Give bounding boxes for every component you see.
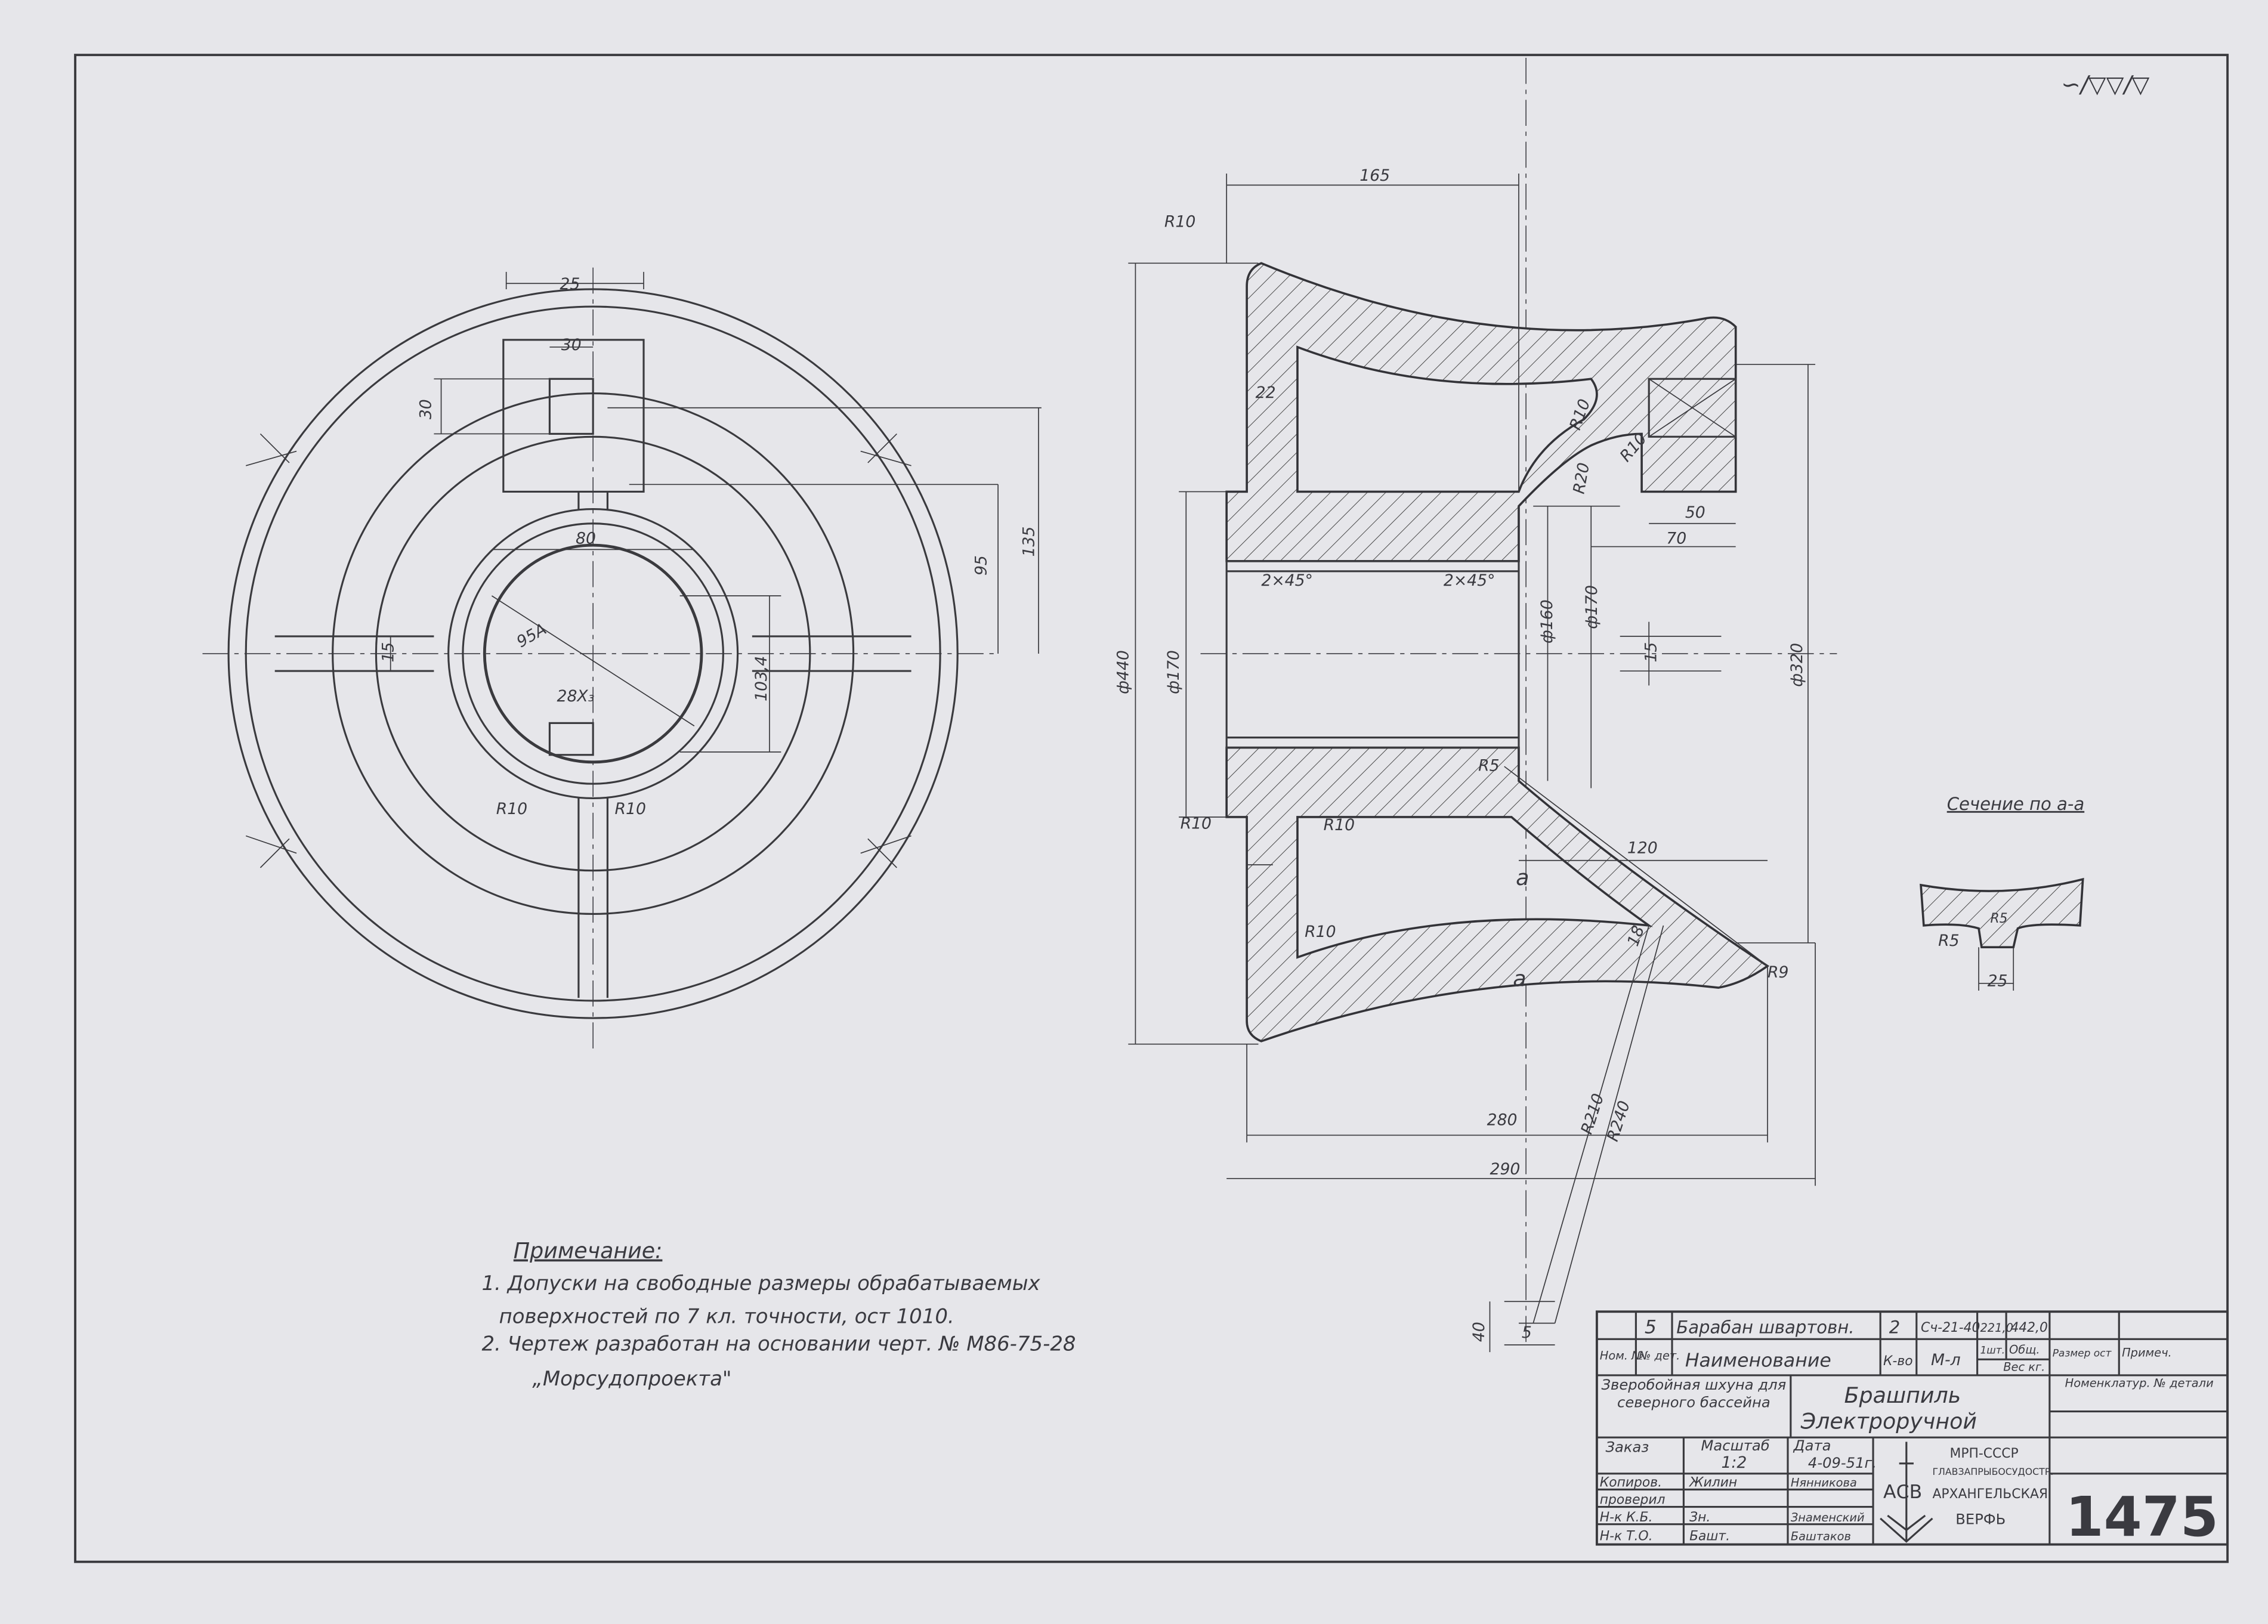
role-label: Н-к К.Б. <box>1600 1510 1653 1525</box>
sheet-frame <box>74 54 2229 1563</box>
notes-title: Примечание: <box>514 1238 663 1264</box>
surface-finish-symbol: ∽/▽▽/▽ <box>2061 72 2149 98</box>
dim-25: 25 <box>560 275 580 293</box>
dim-r10-3: R10 <box>1181 814 1212 833</box>
hdr-one: 1шт. <box>1980 1345 2005 1357</box>
row-qty: 2 <box>1889 1317 1901 1338</box>
dim-30-width: 30 <box>561 336 582 354</box>
dim-70: 70 <box>1666 530 1686 548</box>
aa-r5-right: R5 <box>1990 911 2007 926</box>
dim-phi160: ф160 <box>1538 599 1556 644</box>
dim-r240: R240 <box>1603 1099 1634 1144</box>
shipyard-logo: АСВ <box>1880 1442 1933 1543</box>
dim-30-height: 30 <box>417 399 435 419</box>
logo-letters: АСВ <box>1883 1481 1922 1503</box>
section-aa-title: Сечение по а-а <box>1947 794 2084 814</box>
order-label: Заказ <box>1605 1438 1649 1455</box>
role-signature: Зн. <box>1689 1510 1710 1525</box>
row-weight-total: 442,0 <box>2010 1320 2047 1335</box>
dim-22: 22 <box>1256 383 1276 402</box>
row-name: Барабан швартовн. <box>1676 1317 1854 1338</box>
role-name: Знаменский <box>1791 1511 1865 1524</box>
dim-50: 50 <box>1685 503 1705 522</box>
org-line4: ВЕРФЬ <box>1955 1511 2006 1528</box>
dim-r20: R20 <box>1569 461 1593 495</box>
dim-r10-4: R10 <box>1324 816 1355 834</box>
dim-r10-left: R10 <box>496 800 527 818</box>
scale-label: Масштаб <box>1701 1437 1770 1454</box>
dim-95A: 95A <box>514 620 550 651</box>
role-label: Копиров. <box>1600 1475 1662 1490</box>
role-name: Баштаков <box>1791 1529 1851 1543</box>
dim-phi170-left: ф170 <box>1164 650 1183 694</box>
scale-value: 1:2 <box>1721 1453 1747 1472</box>
aa-r5-left: R5 <box>1938 932 1959 950</box>
role-label: проверил <box>1600 1493 1666 1508</box>
role-name: Нянникова <box>1791 1476 1857 1490</box>
hdr-name: Наименование <box>1685 1350 1831 1371</box>
section-mark-a-bottom: a <box>1513 966 1526 992</box>
role-signature: Башт. <box>1689 1529 1730 1543</box>
dim-135: 135 <box>1020 527 1039 557</box>
end-view: 25 30 30 135 95 80 95A 15 28X₃ 103,4 R10… <box>202 267 1042 1048</box>
role-signature: Жилин <box>1688 1475 1737 1490</box>
notes: Примечание: 1. Допуски на свободные разм… <box>481 1238 1076 1391</box>
dim-phi170-right: ф170 <box>1583 585 1601 629</box>
row-material: Сч-21-40 <box>1921 1320 1980 1335</box>
dim-5: 5 <box>1522 1323 1532 1342</box>
dim-120: 120 <box>1627 839 1658 858</box>
row-det-no: 5 <box>1645 1317 1657 1338</box>
note-line: поверхностей по 7 кл. точности, ост 1010… <box>499 1305 954 1329</box>
dim-15: 15 <box>379 642 398 663</box>
dim-15-keyway: 15 <box>1642 642 1660 663</box>
dim-r10-5: R10 <box>1305 923 1336 941</box>
section-view: 165 R10 22 ф440 ф170 2×45° 2×45° ф160 ф1… <box>1114 57 1837 1353</box>
date-label: Дата <box>1793 1437 1831 1454</box>
hdr-pos: Ном. № <box>1600 1348 1644 1362</box>
role-label: Н-к Т.О. <box>1600 1529 1653 1543</box>
hdr-note: Примеч. <box>2122 1345 2172 1359</box>
title-block: 5 Барабан швартовн. 2 Сч-21-40 221,0 442… <box>1595 1310 2229 1549</box>
dim-28x3: 28X₃ <box>557 687 595 706</box>
dim-r9: R9 <box>1768 963 1788 982</box>
dim-r210: R210 <box>1577 1091 1608 1137</box>
dim-80: 80 <box>576 530 596 548</box>
aa-dim-25: 25 <box>1988 972 2008 991</box>
section-mark-a-top: a <box>1516 865 1529 890</box>
product-name-line1: Брашпиль <box>1844 1382 1961 1408</box>
project-name: Зверобойная шхуна для северного бассейна <box>1601 1378 1787 1412</box>
hdr-size: Размер ост <box>2053 1347 2112 1359</box>
hdr-det: № дет. <box>1638 1348 1680 1362</box>
note-line: 2. Чертеж разработан на основании черт. … <box>481 1332 1076 1356</box>
dim-103-4: 103,4 <box>752 656 771 701</box>
product-name-line2: Электроручной <box>1800 1409 1977 1434</box>
org-line1: МРП-СССР <box>1950 1446 2019 1461</box>
dim-290: 290 <box>1490 1160 1520 1178</box>
dim-95: 95 <box>972 555 991 576</box>
drawing-number: 1475 <box>2066 1484 2218 1549</box>
dim-r10-right: R10 <box>615 800 646 818</box>
dim-chamfer-right: 2×45° <box>1444 571 1495 590</box>
dim-r10-top: R10 <box>1164 213 1195 231</box>
hdr-total: Общ. <box>2009 1343 2040 1357</box>
dim-165: 165 <box>1359 166 1390 185</box>
org-line3: АРХАНГЕЛЬСКАЯ <box>1932 1487 2048 1502</box>
nomenclature-label: Номенклатур. № детали <box>2065 1376 2214 1390</box>
dim-r5: R5 <box>1478 756 1499 775</box>
dim-280: 280 <box>1487 1110 1518 1129</box>
note-line: „Морсудопроекта" <box>532 1367 731 1391</box>
dim-chamfer-left: 2×45° <box>1261 571 1313 590</box>
dim-40: 40 <box>1470 1322 1488 1342</box>
section-aa: Сечение по а-а R5 R5 25 <box>1920 794 2084 991</box>
hdr-qty: К-во <box>1883 1354 1913 1369</box>
hdr-material: М-л <box>1931 1351 1961 1369</box>
org-line2: ГЛАВЗАПРЫБОСУДОСТР. <box>1932 1466 2053 1477</box>
dim-phi320: ф320 <box>1788 643 1806 687</box>
note-line: 1. Допуски на свободные размеры обрабаты… <box>481 1272 1040 1295</box>
dim-phi440: ф440 <box>1114 650 1132 694</box>
date-value: 4-09-51г. <box>1808 1454 1877 1471</box>
hdr-weight: Вес кг. <box>2003 1360 2045 1374</box>
row-weight-one: 221,0 <box>1980 1321 2013 1335</box>
